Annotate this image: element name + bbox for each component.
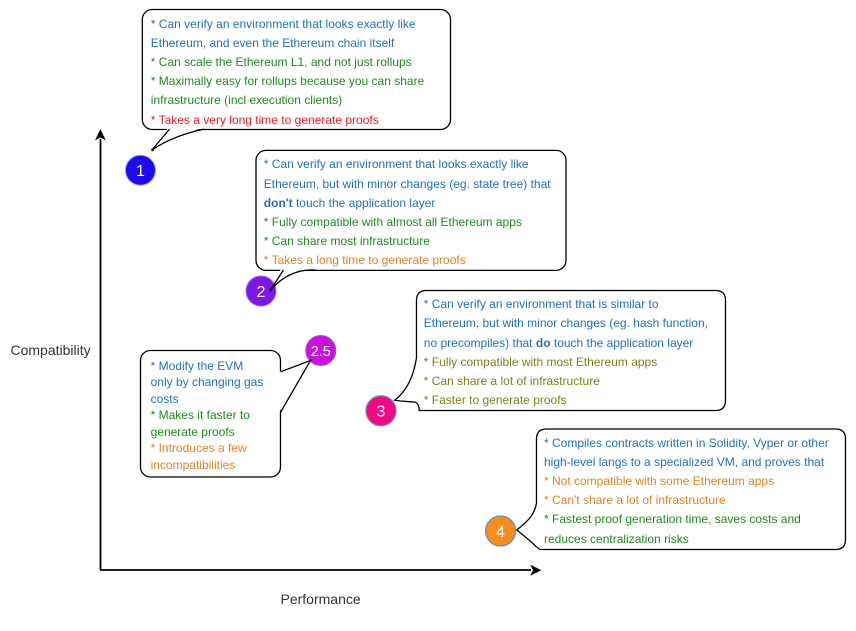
svg-text:3: 3 <box>377 404 386 421</box>
svg-text:4: 4 <box>496 524 505 541</box>
svg-text:2: 2 <box>257 284 266 301</box>
svg-text:2.5: 2.5 <box>311 344 331 360</box>
svg-text:1: 1 <box>136 163 145 180</box>
